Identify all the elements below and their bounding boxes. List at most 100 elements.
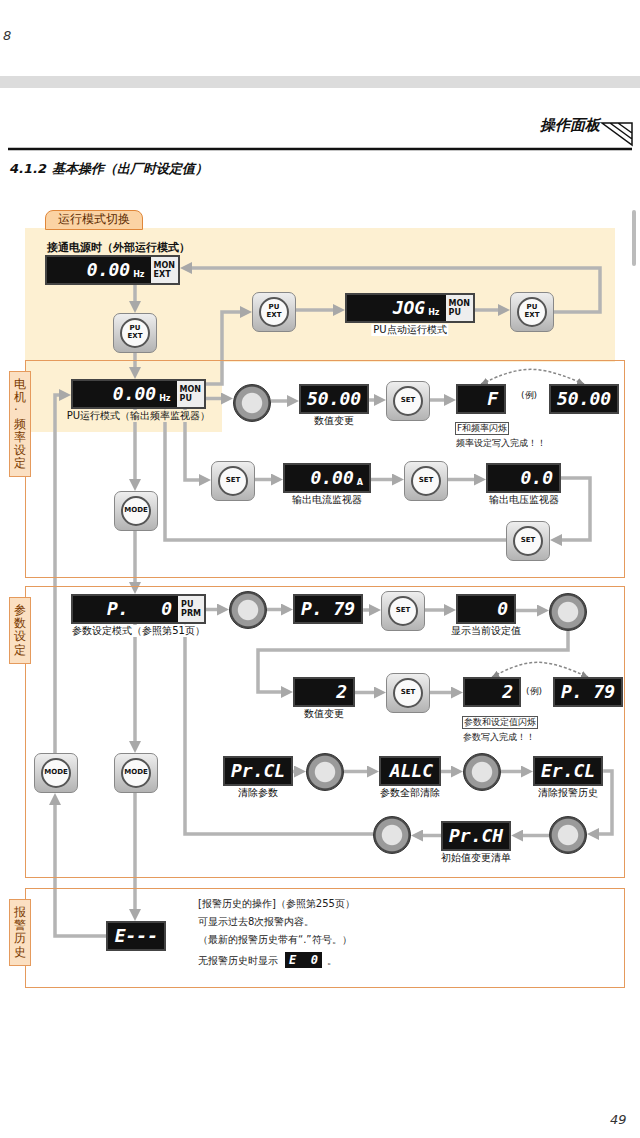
flow-arrow [441,770,457,774]
indicator-strip: MONPU [177,381,204,407]
display-value: JOG [393,299,426,317]
display-value: P. 0 [107,600,172,618]
lcd-face: 0 [458,596,514,622]
key-label: PU [269,304,280,312]
key-face: PUEXT [517,297,547,327]
header-rule [8,148,632,151]
lcd-display: F [456,384,506,414]
lcd-display: ALLC参数全部清除 [379,756,441,786]
key-label: SET [521,537,536,545]
display-value: 0.00 [113,385,156,403]
indicator-strip: MONPU [446,295,473,321]
note-text: (例) [525,686,543,697]
caption: 输出电压监视器 [487,494,561,506]
flow-arrow [475,308,504,312]
lcd-display: 0.00A输出电流监视器 [283,463,371,493]
key-label: SET [401,397,416,405]
panel-key: PUEXT [510,292,554,332]
lcd-display: P. 0PUPRM参数设定模式（参照第51页） [71,594,206,624]
lcd-face: ALLC [381,758,439,784]
page-title: 4.1.2 基本操作（出厂时设定值） [10,160,208,178]
key-face: SET [388,596,418,626]
flow-arrow [255,478,277,482]
flow-arrow [206,397,227,401]
lcd-face: 2 [465,679,519,705]
flow-arrow [448,478,480,482]
key-face: MODE [121,758,151,788]
display-value: 2 [336,683,347,701]
display-value: P. 79 [561,683,615,701]
mode-indicator: PRM [181,609,201,618]
lcd-face: 0.00Hz [73,381,177,407]
key-label: SET [401,689,416,697]
flow-arrow [206,608,223,612]
flow-arrow [133,793,137,915]
note-text: （最新的报警历史带有“.”符号。） [198,934,352,946]
key-face: PUEXT [259,297,289,327]
flow-arrow [355,691,380,695]
key-label: SET [396,607,411,615]
setting-dial [373,816,411,854]
key-label: SET [419,477,434,485]
section-title: 参数设定 [9,597,31,664]
key-label: EXT [128,333,143,341]
flow-arrow [133,285,137,307]
caption: 清除报警历史 [536,787,600,799]
note-text: (例) [520,390,538,401]
flow-arrow [371,478,398,482]
lcd-display: 2 [463,677,521,707]
unit-indicator: Hz [133,271,144,279]
flow-arrow [133,353,137,373]
panel-key: SET [381,591,425,631]
section-title: 报警历史 [9,899,31,966]
flow-arrow [430,398,450,402]
note-text: 频率设定写入完成！！ [455,438,547,449]
display-value: 0 [497,600,508,618]
caption: 初始值变更清单 [439,852,513,864]
toggle-arrow [492,662,588,677]
display-value: P. 79 [301,600,355,618]
note-text: 可显示过去8次报警内容。 [198,916,314,928]
flow-arrow [516,609,543,613]
lcd-face: Er.CL [535,758,601,784]
key-face: SET [218,466,248,496]
note-text: 无报警历史时显示 [198,955,278,967]
note-text: 参数和设定值闪烁 [462,716,538,729]
flow-arrow [293,770,300,774]
key-label: MODE [44,769,68,777]
lcd-face: F [458,386,504,412]
key-label: EXT [525,312,540,320]
flow-arrow [517,834,549,838]
lcd-display: 0显示当前设定值 [456,594,516,624]
key-face: SET [513,526,543,556]
display-value: Pr.CL [231,762,285,780]
lcd-display: 2数值变更 [293,677,355,707]
lcd-display: 0.0输出电压监视器 [486,463,561,493]
lcd-face: E--- [108,923,164,949]
flow-arrow [344,770,373,774]
setting-dial [233,384,271,422]
panel-key: SET [506,521,550,561]
page-number: 49 [610,1112,627,1127]
flow-arrow [369,398,380,402]
flow-arrow [55,799,106,936]
note-text: 。 [327,955,337,967]
display-value: E--- [115,927,158,945]
toggle-arrow [481,369,584,384]
display-value: Er.CL [541,762,595,780]
top-bar [0,76,640,88]
mode-indicator: PU [181,600,201,609]
panel-key: PUEXT [252,292,296,332]
key-label: MODE [124,507,148,515]
section-title: 电机·频率设定 [9,371,31,477]
flow-arrow [296,308,339,312]
lcd-display: 50.00 [549,384,619,414]
indicator-strip: PUPRM [178,596,204,622]
key-face: MODE [41,758,71,788]
display-value: ALLC [390,762,433,780]
display-value: 0.00 [87,261,130,279]
display-value: 50.00 [557,390,611,408]
key-face: SET [393,678,423,708]
lcd-display: 0.00HzMONPUPU运行模式（输出频率监视器） [71,379,206,409]
